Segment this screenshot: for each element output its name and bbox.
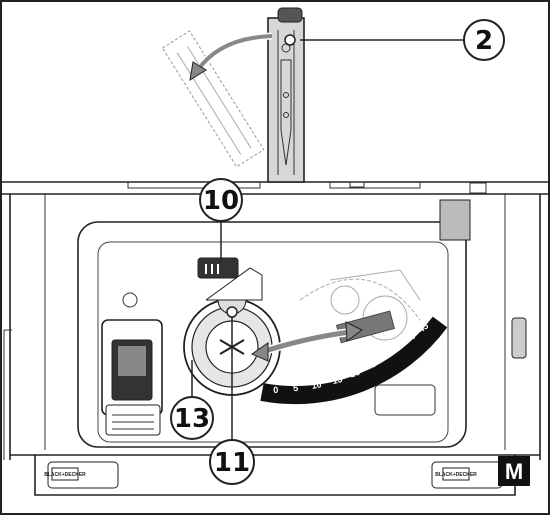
callout-2: 2 bbox=[463, 19, 505, 61]
front-panel bbox=[77, 199, 471, 448]
callout-10: 10 bbox=[199, 178, 243, 222]
bevel-scale-label-15: 15 bbox=[331, 374, 343, 386]
leader-dot-2 bbox=[284, 34, 296, 46]
corner-badge-label: M bbox=[505, 459, 523, 484]
bevel-scale-label-20: 20 bbox=[349, 367, 362, 380]
callout-10-label: 10 bbox=[203, 186, 239, 216]
brand-logo-right bbox=[442, 467, 470, 481]
bevel-scale-label-30: 30 bbox=[378, 350, 391, 363]
blade-guard-upright bbox=[267, 7, 305, 183]
saw-base-cabinet bbox=[3, 194, 541, 496]
callout-2-label: 2 bbox=[475, 26, 493, 56]
blade-guard-tilted-ghost bbox=[161, 30, 265, 168]
left-handle bbox=[101, 319, 163, 436]
saw-table-top bbox=[0, 181, 550, 195]
bevel-scale-label-25: 25 bbox=[364, 359, 377, 372]
callout-11-label: 11 bbox=[214, 448, 250, 478]
brand-logo-left bbox=[51, 467, 79, 481]
bevel-scale-label-35: 35 bbox=[391, 341, 405, 355]
bevel-scale-label-45: 45 bbox=[416, 321, 430, 335]
bevel-direction-arrow bbox=[250, 321, 363, 362]
brand-logo-text-left: BLACK+DECKER bbox=[44, 472, 86, 478]
bevel-scale-label-0: 0 bbox=[273, 385, 279, 395]
bevel-scale-label-40: 40 bbox=[403, 331, 417, 345]
brand-logo-text-right: BLACK+DECKER bbox=[435, 472, 477, 478]
guard-arrow-head bbox=[189, 61, 207, 82]
callout-13: 13 bbox=[170, 396, 214, 440]
callout-13-label: 13 bbox=[174, 404, 210, 434]
bevel-scale-label-5: 5 bbox=[292, 383, 298, 394]
corner-badge: M bbox=[498, 456, 530, 486]
bevel-scale-label-10: 10 bbox=[311, 379, 323, 391]
guard-arrow bbox=[196, 34, 273, 72]
callout-11: 11 bbox=[209, 439, 255, 485]
